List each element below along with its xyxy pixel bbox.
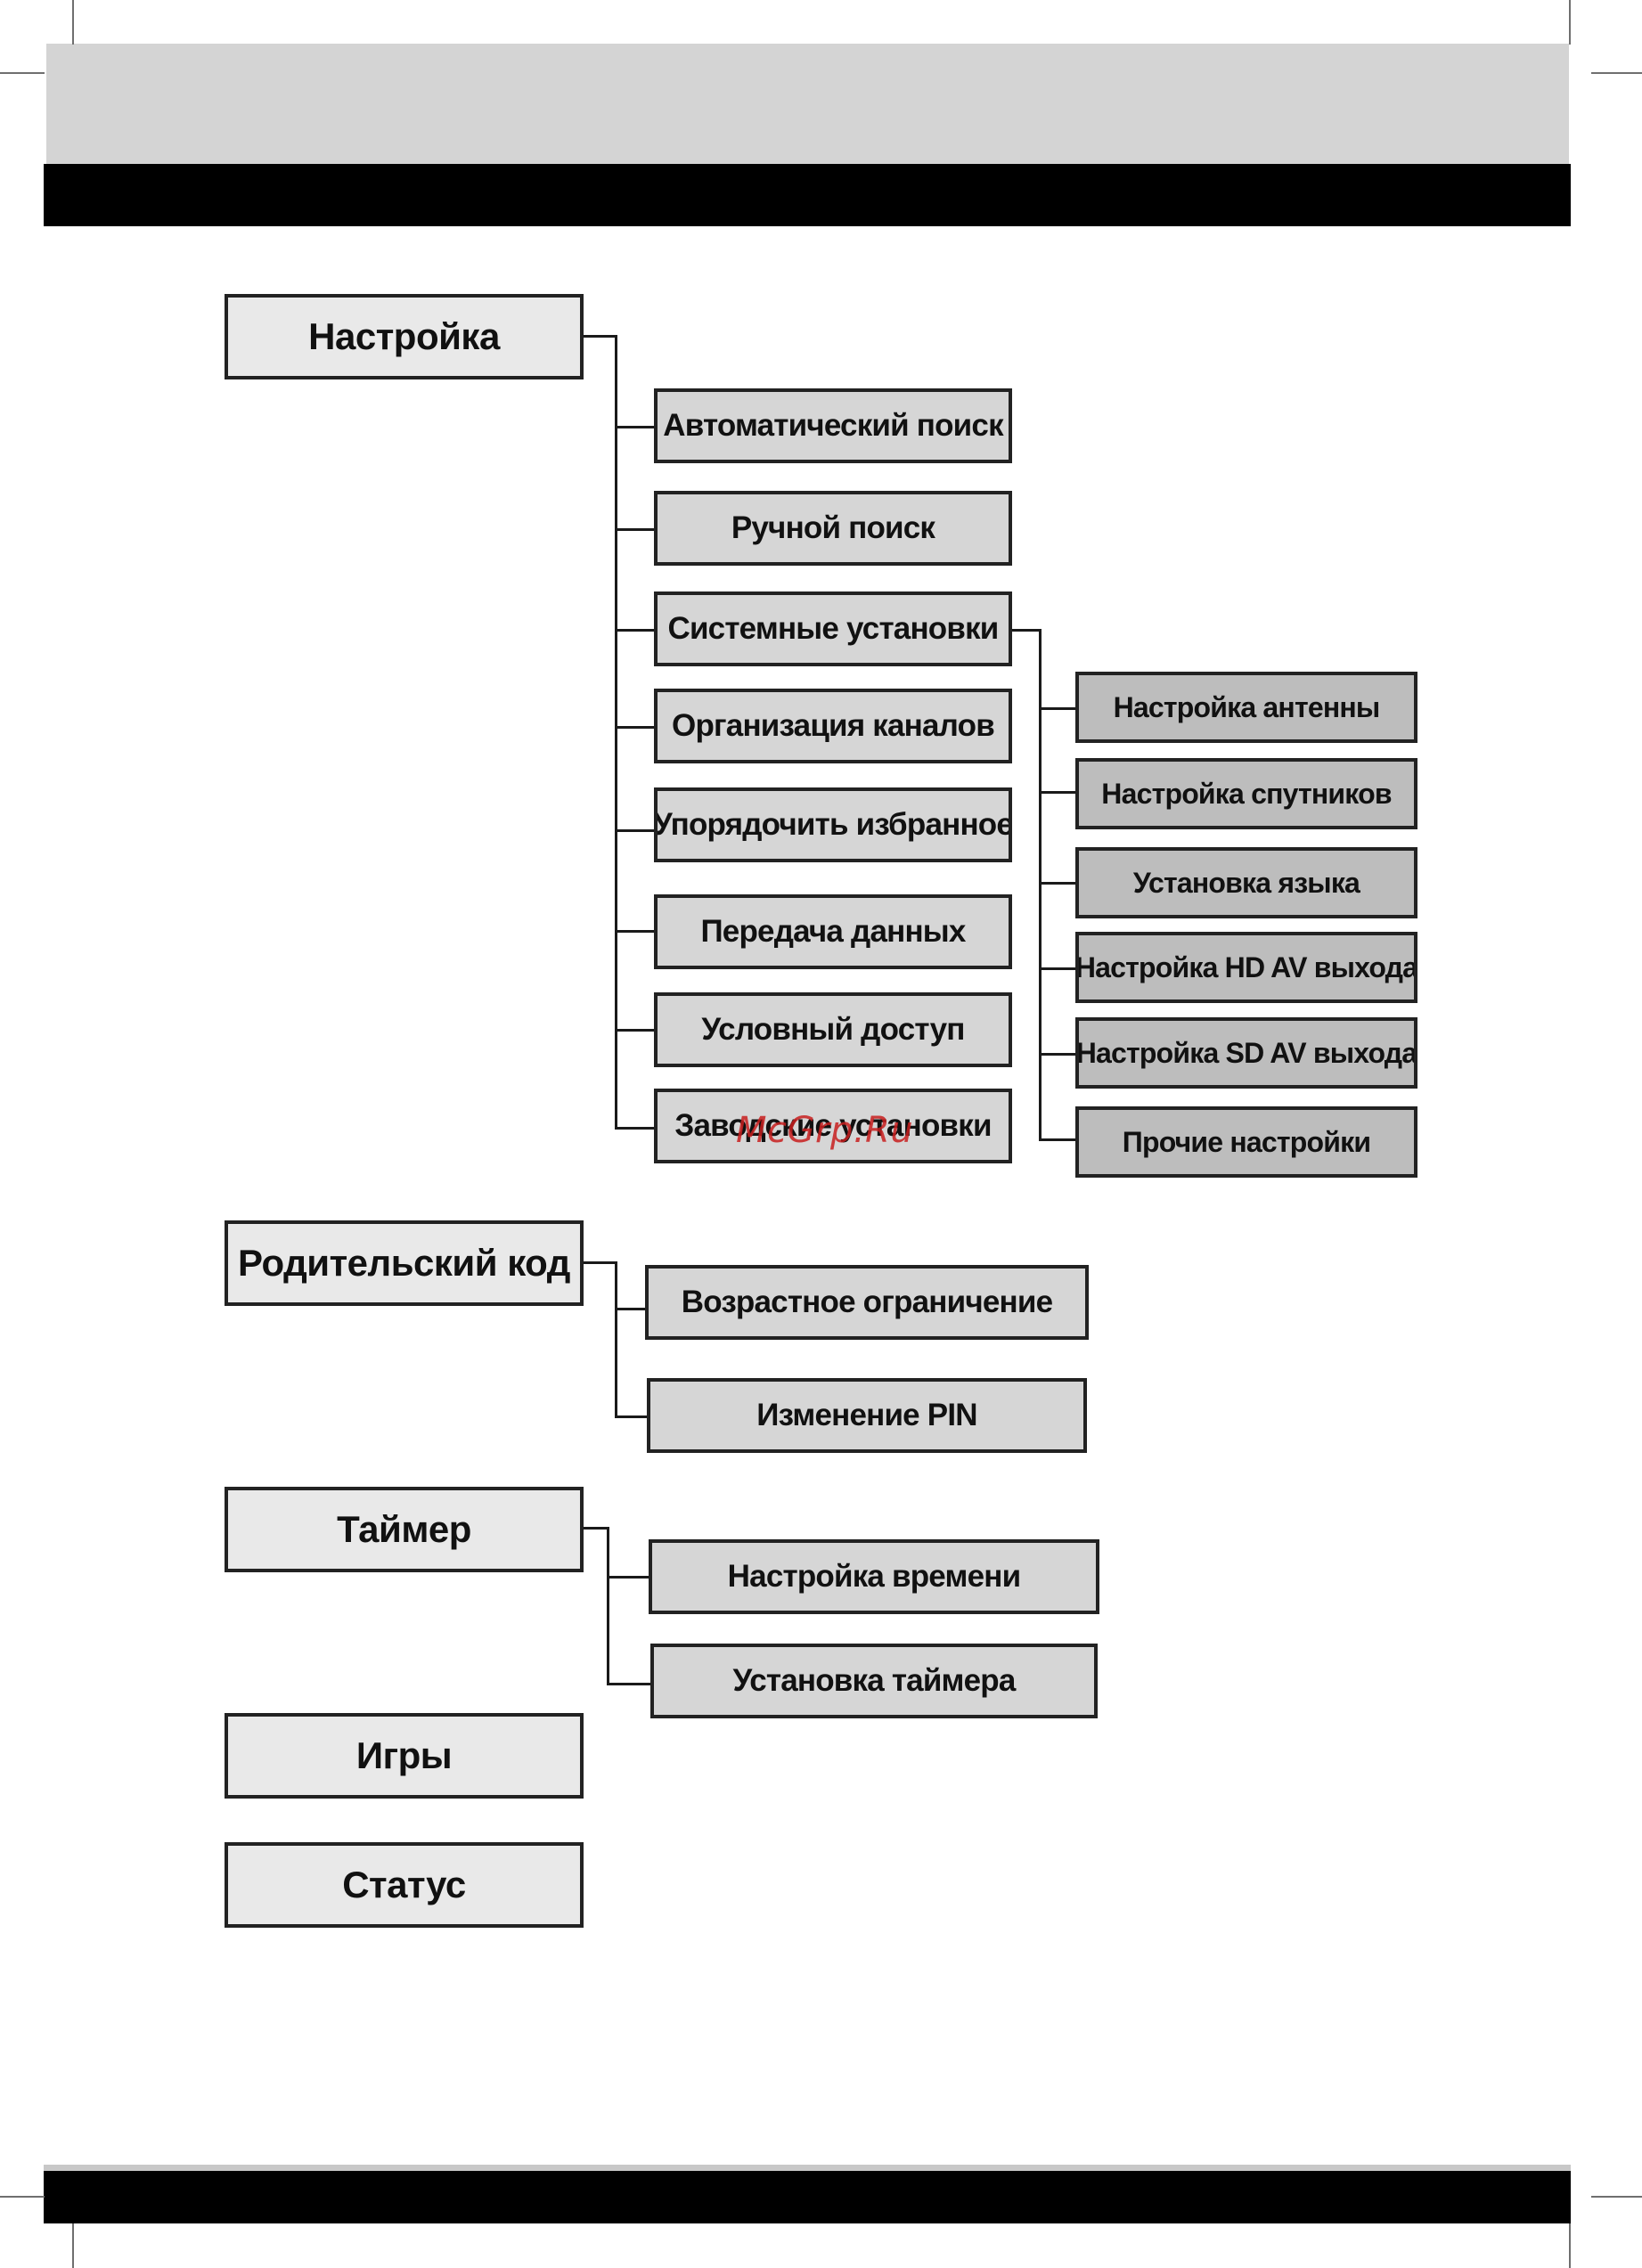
connector-line [615,335,617,1130]
crop-mark [72,2223,74,2268]
subsubmenu-label: Настройка антенны [1113,690,1381,723]
connector-line [615,726,656,729]
submenu-timer-setup: Установка таймера [650,1644,1098,1718]
connector-line [607,1683,652,1685]
submenu-factory-settings: Заводские установки [654,1089,1012,1163]
menu-setup-label: Настройка [308,315,500,357]
menu-timer: Таймер [225,1487,584,1572]
crop-mark [1591,2196,1642,2198]
submenu-label: Передача данных [700,914,966,949]
subsubmenu-sd-av-output: Настройка SD AV выхода [1075,1017,1417,1089]
submenu-change-pin: Изменение PIN [647,1378,1087,1453]
connector-line [607,1576,650,1579]
subsubmenu-label: Установка языка [1132,866,1360,899]
menu-games-label: Игры [355,1734,453,1776]
crop-mark [1591,72,1642,74]
subsubmenu-satellite-setup: Настройка спутников [1075,758,1417,829]
header-black-band [44,164,1571,226]
connector-line [1039,707,1078,710]
connector-line [1039,1138,1078,1141]
crop-mark [72,0,74,45]
connector-line [615,629,656,632]
submenu-label: Упорядочить избранное [654,807,1012,842]
crop-mark [0,72,45,74]
submenu-label: Ручной поиск [731,510,935,545]
menu-timer-label: Таймер [337,1508,471,1550]
submenu-age-restriction: Возрастное ограничение [645,1265,1089,1340]
menu-parental-label: Родительский код [238,1242,570,1284]
submenu-manual-search: Ручной поиск [654,491,1012,566]
connector-line [583,1527,609,1530]
menu-parental-code: Родительский код [225,1220,584,1306]
connector-line [1010,629,1042,632]
submenu-data-transfer: Передача данных [654,894,1012,969]
submenu-label: Установка таймера [732,1663,1016,1698]
connector-line [615,1029,656,1032]
menu-status-label: Статус [342,1864,466,1905]
submenu-system-settings: Системные установки [654,591,1012,666]
connector-line [1039,882,1078,885]
subsubmenu-label: Прочие настройки [1122,1125,1371,1158]
connector-line [615,426,656,428]
connector-line [615,1308,647,1310]
submenu-label: Условный доступ [701,1012,965,1047]
footer-gray-edge [44,2165,1571,2172]
subsubmenu-label: Настройка спутников [1101,777,1392,810]
crop-mark [1569,0,1571,45]
crop-mark [0,2196,45,2198]
footer-black-band [44,2171,1571,2223]
submenu-conditional-access: Условный доступ [654,992,1012,1067]
submenu-label: Организация каналов [672,708,995,743]
connector-line [615,1415,649,1418]
connector-line [615,1127,656,1130]
crop-mark [1569,2223,1571,2268]
connector-line [615,829,656,832]
submenu-label: Возрастное ограничение [681,1285,1053,1319]
submenu-label: Автоматический поиск [663,408,1003,443]
subsubmenu-hd-av-output: Настройка HD AV выхода [1075,932,1417,1003]
connector-line [1039,1053,1078,1056]
connector-line [615,528,656,531]
header-gray-band [46,44,1569,165]
connector-line [583,335,617,338]
subsubmenu-language-setup: Установка языка [1075,847,1417,918]
connector-line [1039,791,1078,794]
submenu-time-setup: Настройка времени [649,1539,1099,1614]
submenu-label: Заводские установки [674,1108,992,1143]
submenu-channel-organization: Организация каналов [654,689,1012,763]
connector-line [615,930,656,933]
subsubmenu-antenna-setup: Настройка антенны [1075,672,1417,743]
connector-line [1039,967,1078,970]
submenu-sort-favorites: Упорядочить избранное [654,787,1012,862]
submenu-label: Настройка времени [727,1559,1021,1594]
connector-line [615,1261,617,1418]
subsubmenu-label: Настройка SD AV выхода [1075,1036,1417,1069]
menu-games: Игры [225,1713,584,1799]
connector-line [1039,629,1042,1141]
connector-line [607,1527,609,1685]
submenu-label: Системные установки [667,611,999,646]
submenu-auto-search: Автоматический поиск [654,388,1012,463]
menu-setup: Настройка [225,294,584,379]
subsubmenu-label: Настройка HD AV выхода [1075,950,1417,983]
submenu-label: Изменение PIN [756,1398,977,1432]
menu-status: Статус [225,1842,584,1928]
subsubmenu-other-settings: Прочие настройки [1075,1106,1417,1178]
connector-line [583,1261,617,1264]
watermark: McGrp.Ru [736,1110,914,1151]
